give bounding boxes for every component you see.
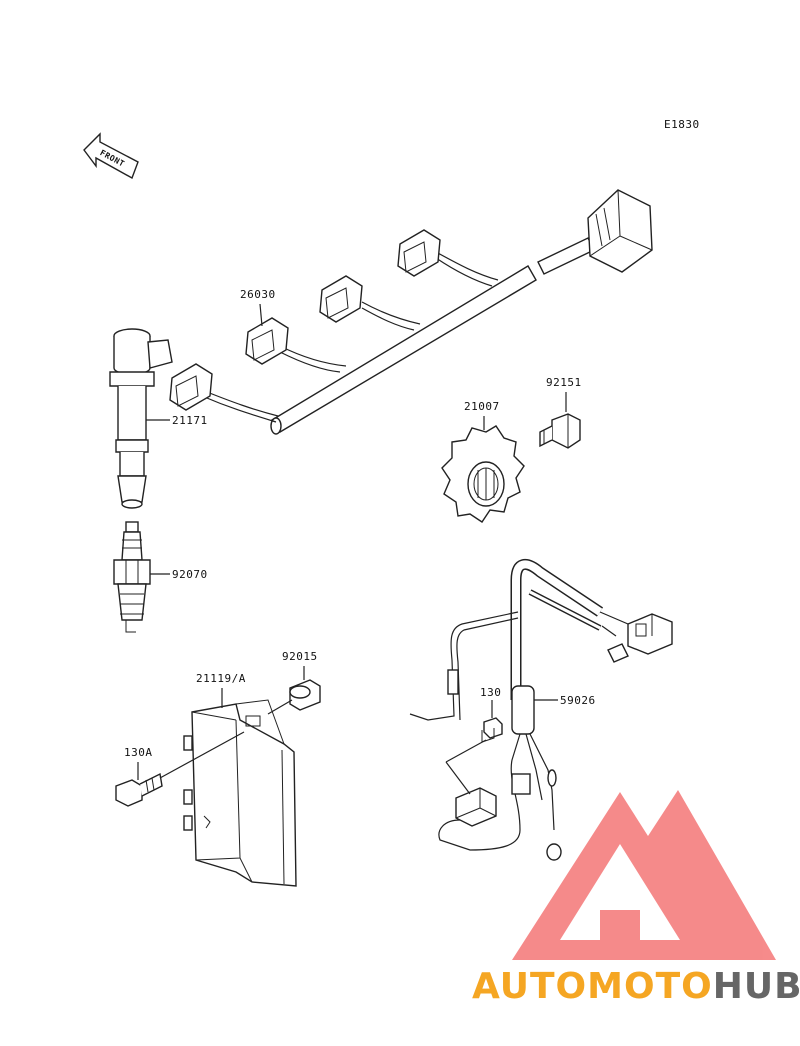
- part-label-92151: 92151: [546, 376, 582, 389]
- ignition-coil-drawing: [109, 328, 173, 509]
- ecu-collar-drawing: [289, 679, 321, 711]
- ecu-bolt-drawing: [115, 772, 163, 807]
- sensor-harness-drawing: [409, 559, 673, 861]
- front-arrow-icon: FRONT: [83, 132, 139, 180]
- part-label-130a: 130A: [124, 746, 153, 759]
- spark-plug-drawing: [113, 521, 151, 633]
- part-label-130: 130: [480, 686, 501, 699]
- part-label-92015: 92015: [282, 650, 318, 663]
- sensor-bolt-drawing: [481, 717, 503, 743]
- coil-harness-drawing: [169, 189, 653, 435]
- part-label-59026: 59026: [560, 694, 596, 707]
- diagram-code: E1830: [664, 118, 700, 131]
- rotor-drawing: [441, 425, 525, 523]
- rotor-bolt-drawing: [539, 413, 581, 449]
- watermark-text: AUTOMOTOHUB: [472, 966, 800, 1007]
- part-label-21119a: 21119/A: [196, 672, 246, 685]
- ecu-drawing: [183, 699, 297, 887]
- part-label-21007: 21007: [464, 400, 500, 413]
- part-label-26030: 26030: [240, 288, 276, 301]
- part-label-21171: 21171: [172, 414, 208, 427]
- part-label-92070: 92070: [172, 568, 208, 581]
- automotohub-logo-icon: [512, 790, 776, 960]
